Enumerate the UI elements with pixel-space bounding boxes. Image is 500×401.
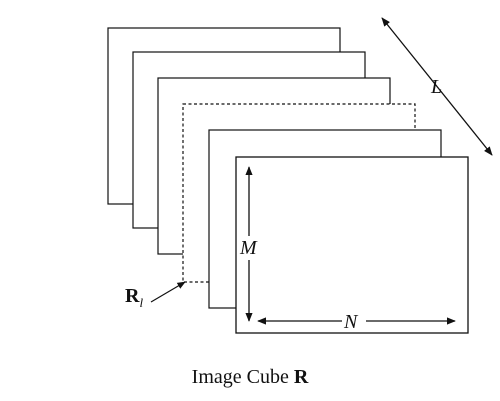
depth-label: L: [430, 76, 442, 98]
band-label-subscript: l: [139, 295, 143, 310]
width-label: N: [343, 311, 359, 333]
band-pointer-arrow: [150, 281, 186, 303]
band-label: Rl: [125, 285, 143, 310]
depth-arrow: [381, 17, 493, 156]
figure-caption: Image Cube R: [0, 365, 500, 389]
height-label: M: [239, 237, 258, 259]
band-label-base: R: [125, 285, 140, 307]
width-label-backdrop: [342, 311, 366, 331]
caption-text: Image Cube: [191, 366, 294, 388]
height-label-backdrop: [238, 236, 262, 260]
caption-bold-symbol: R: [293, 366, 309, 388]
image-plane-front: [235, 156, 469, 334]
